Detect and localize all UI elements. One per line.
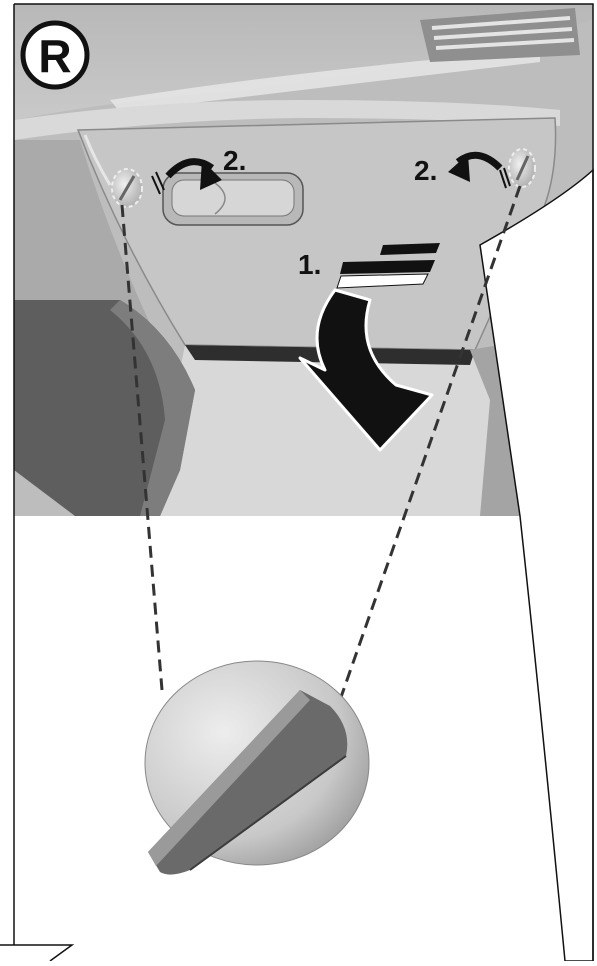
frame-corner-mark [0, 945, 72, 961]
step-1-label: 1. [298, 249, 321, 280]
glovebox-handle[interactable] [163, 173, 303, 225]
screw-left[interactable] [112, 169, 142, 207]
badge-letter: R [38, 30, 71, 82]
door-edge-panel [480, 170, 593, 961]
step-2-left-label: 2. [223, 145, 246, 176]
step-2-right-label: 2. [414, 155, 437, 186]
r-circle-icon: R [23, 23, 87, 87]
lock-knob-detail [145, 661, 369, 875]
screw-right[interactable] [509, 149, 535, 187]
